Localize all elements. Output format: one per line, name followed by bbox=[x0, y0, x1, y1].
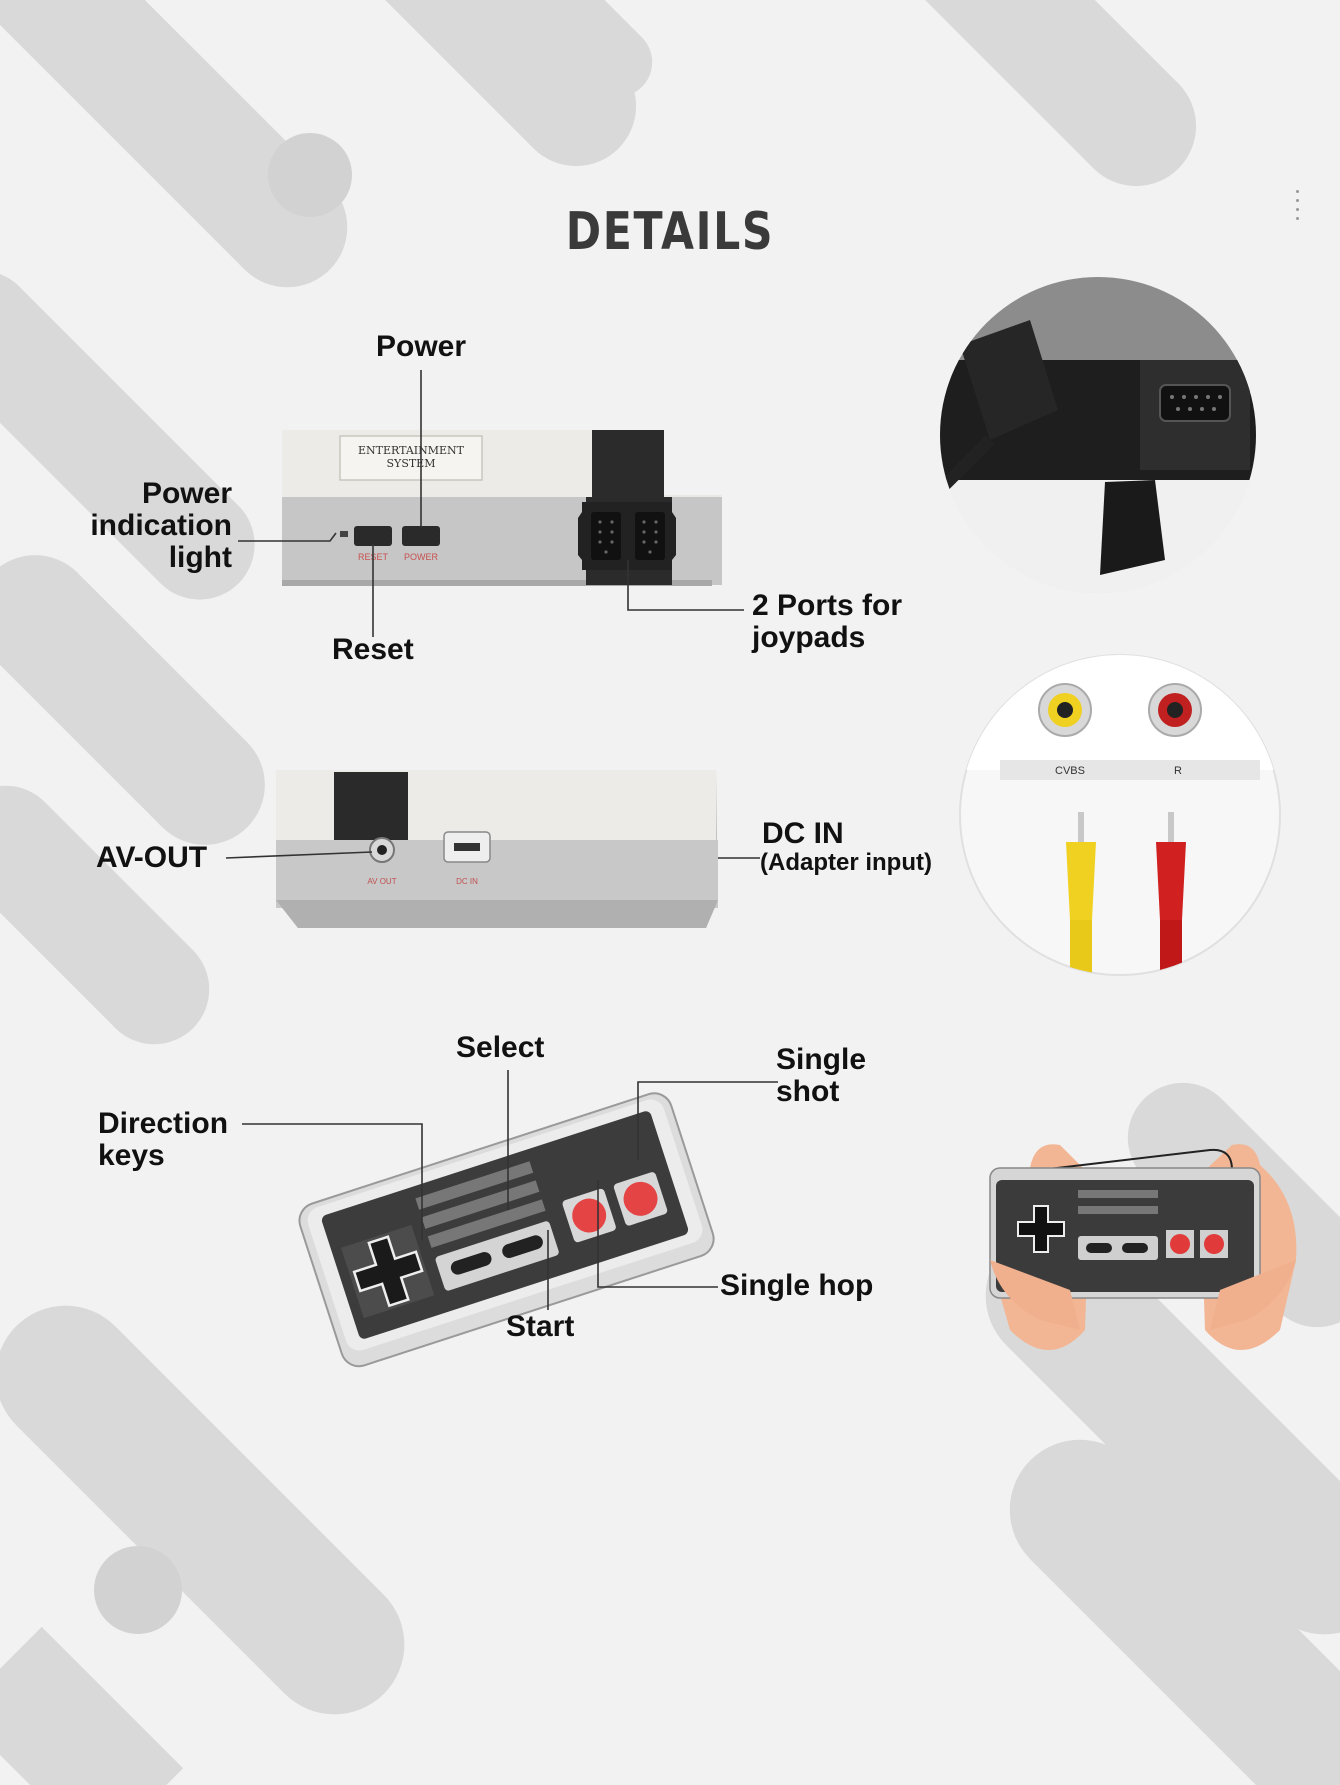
page-title: DETAILS bbox=[565, 202, 775, 262]
more-options-icon[interactable] bbox=[1296, 190, 1302, 226]
label-power-indication-line2: indication bbox=[90, 509, 232, 542]
power-button-shape bbox=[402, 526, 440, 546]
badge-line-2: SYSTEM bbox=[387, 457, 436, 470]
controller-image bbox=[298, 1092, 715, 1368]
dc-in-port-text: DC IN bbox=[456, 877, 478, 886]
label-direction-line1: Direction bbox=[98, 1107, 229, 1140]
label-power-indication: Power indication light bbox=[70, 478, 232, 574]
label-av-out: AV-OUT bbox=[96, 841, 208, 874]
label-ports: 2 Ports for joypads bbox=[752, 590, 902, 654]
jack-label-cvbs: CVBS bbox=[1055, 765, 1085, 777]
label-select: Select bbox=[456, 1031, 545, 1064]
console-back-image: AV OUT DC IN bbox=[276, 770, 718, 928]
label-single-shot-line2: shot bbox=[776, 1075, 840, 1108]
power-text: POWER bbox=[404, 552, 439, 562]
label-dc-in-sub: (Adapter input) bbox=[760, 849, 932, 876]
jack-label-r: R bbox=[1174, 765, 1182, 777]
leader-lines bbox=[225, 370, 778, 1310]
label-single-shot: Single shot bbox=[776, 1044, 866, 1108]
hands-controller-image bbox=[989, 1144, 1297, 1350]
reset-button-shape bbox=[354, 526, 392, 546]
label-power-indication-line1: Power bbox=[141, 477, 232, 510]
label-direction-keys: Direction keys bbox=[98, 1108, 228, 1172]
av-out-port-text: AV OUT bbox=[367, 877, 396, 886]
cable-closeup-image bbox=[940, 277, 1256, 593]
label-single-hop: Single hop bbox=[720, 1269, 874, 1302]
label-power: Power bbox=[376, 330, 467, 363]
console-front-image: ENTERTAINMENT SYSTEM RESET POWER bbox=[282, 430, 722, 586]
label-direction-line2: keys bbox=[98, 1139, 165, 1172]
label-reset: Reset bbox=[332, 633, 414, 666]
label-power-indication-line3: light bbox=[168, 541, 232, 574]
label-dc-in: DC IN bbox=[762, 817, 844, 850]
label-ports-line2: joypads bbox=[752, 621, 866, 654]
label-start: Start bbox=[506, 1310, 575, 1343]
label-single-shot-line1: Single bbox=[776, 1043, 867, 1076]
joypad-ports bbox=[578, 497, 676, 585]
badge-line-1: ENTERTAINMENT bbox=[358, 444, 465, 457]
label-ports-line1: 2 Ports for bbox=[752, 589, 903, 622]
